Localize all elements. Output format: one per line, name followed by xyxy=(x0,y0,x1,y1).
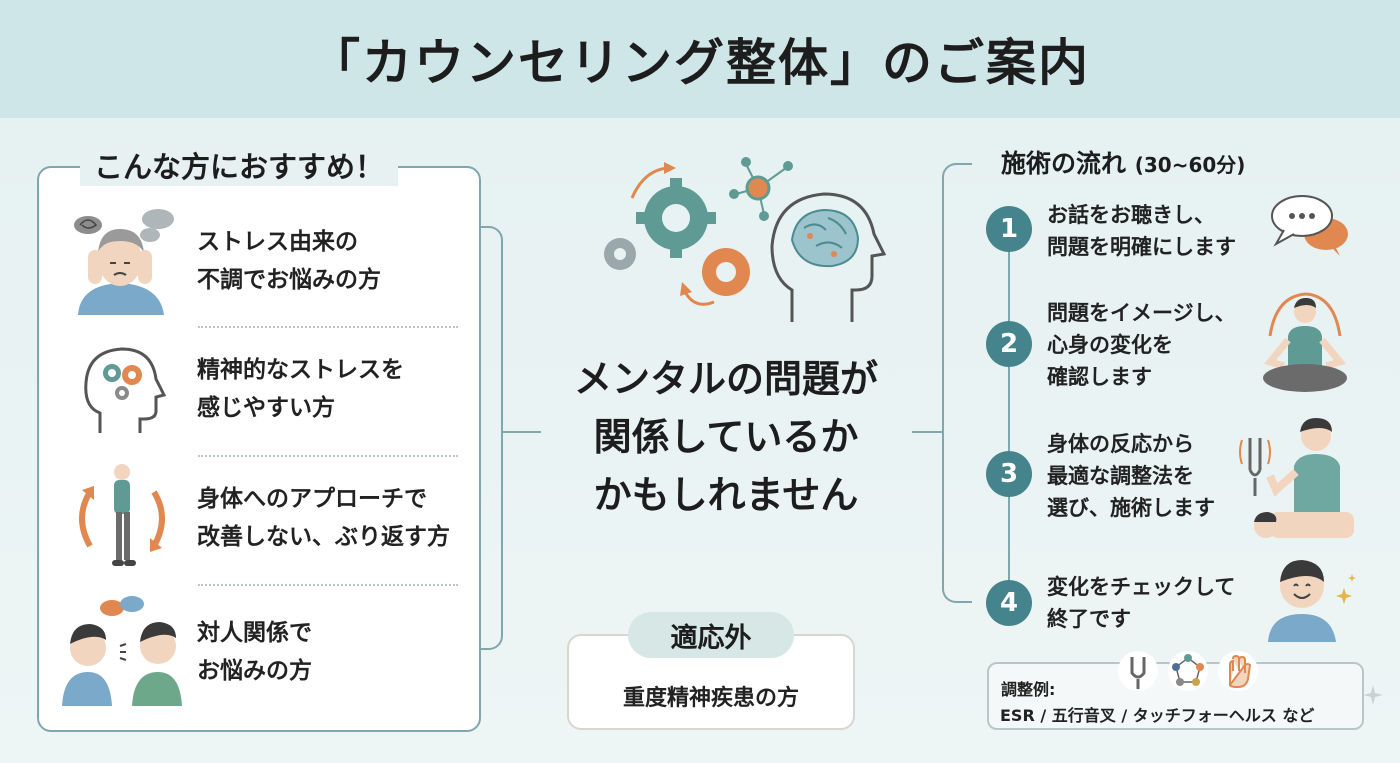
meditating-person-icon xyxy=(1263,292,1347,392)
message-line: 関係しているか xyxy=(593,415,859,459)
recommend-item-mental: 精神的なストレスを 感じやすい方 xyxy=(60,333,460,443)
item-line: 感じやすい方 xyxy=(197,395,335,421)
stressed-person-icon xyxy=(74,209,174,315)
step-line: 心身の変化を xyxy=(1047,333,1173,357)
step-line: 最適な調整法を xyxy=(1047,464,1194,488)
step-number: 4 xyxy=(986,580,1032,626)
item-line: 精神的なストレスを xyxy=(197,357,404,383)
brain-gears-network-icon xyxy=(604,157,886,322)
person-cycle-icon xyxy=(79,464,165,566)
center-message: メンタルの問題が 関係しているか かもしれません xyxy=(540,350,912,524)
recommend-item-stress: ストレス由来の 不調でお悩みの方 xyxy=(60,205,460,315)
header-banner: 「カウンセリング整体」のご案内 xyxy=(0,0,1400,118)
two-people-talking-icon xyxy=(62,596,182,706)
step-line: お話をお聴きし、 xyxy=(1047,203,1215,227)
flow-title: 施術の流れ (30~60分) xyxy=(993,144,1253,180)
step-line: 確認します xyxy=(1047,365,1152,389)
item-line: 改善しない、ぶり返す方 xyxy=(197,524,450,550)
left-bracket xyxy=(481,226,503,650)
flow-title-text: 施術の流れ xyxy=(1001,149,1127,178)
recommend-item-relationships: 対人関係で お悩みの方 xyxy=(60,596,460,706)
step-line: 終了です xyxy=(1047,607,1131,631)
smiling-person-icon xyxy=(1268,560,1356,642)
step-number: 2 xyxy=(986,321,1032,367)
left-bracket-stem xyxy=(503,431,541,433)
step-line: 問題を明確にします xyxy=(1047,235,1236,259)
recommend-item-text: ストレス由来の 不調でお悩みの方 xyxy=(197,223,477,299)
item-line: お悩みの方 xyxy=(197,658,312,684)
step-line: 身体の反応から xyxy=(1047,432,1194,456)
item-line: ストレス由来の xyxy=(197,229,358,255)
recommend-item-text: 身体へのアプローチで 改善しない、ぶり返す方 xyxy=(197,480,477,556)
step-text: 問題をイメージし、 心身の変化を 確認します xyxy=(1047,297,1257,393)
page-title: 「カウンセリング整体」のご案内 xyxy=(310,34,1090,92)
step-text: お話をお聴きし、 問題を明確にします xyxy=(1047,199,1257,263)
divider xyxy=(198,584,458,586)
recommend-item-text: 精神的なストレスを 感じやすい方 xyxy=(197,351,477,427)
step-text: 変化をチェックして 終了です xyxy=(1047,571,1257,635)
flow-duration: (30~60分) xyxy=(1134,153,1246,177)
step-timeline xyxy=(1008,228,1010,600)
step-line: 選び、施術します xyxy=(1047,496,1215,520)
practitioner-treatment-icon xyxy=(1239,418,1354,538)
tuning-fork-icon xyxy=(1118,651,1158,691)
speech-bubbles-icon xyxy=(1271,195,1348,256)
adjust-label: 調整例: xyxy=(1001,680,1056,699)
five-elements-icon xyxy=(1168,651,1208,691)
exclusion-tag: 適応外 xyxy=(628,612,794,658)
step-number: 1 xyxy=(986,206,1032,252)
message-line: メンタルの問題が xyxy=(573,357,878,401)
adjust-methods: ESR / 五行音叉 / タッチフォーヘルス など xyxy=(1000,706,1315,725)
step-number: 3 xyxy=(986,451,1032,497)
item-line: 不調でお悩みの方 xyxy=(197,267,381,293)
recommend-title: こんな方におすすめ！ xyxy=(80,144,399,186)
hand-icon xyxy=(1218,651,1258,691)
divider xyxy=(198,326,458,328)
item-line: 身体へのアプローチで xyxy=(197,486,427,512)
item-line: 対人関係で xyxy=(197,620,312,646)
head-gears-icon xyxy=(84,347,167,433)
divider xyxy=(198,455,458,457)
right-bracket-stem xyxy=(912,431,942,433)
right-bracket xyxy=(942,163,972,603)
step-line: 変化をチェックして xyxy=(1047,575,1236,599)
message-line: かもしれません xyxy=(593,473,859,517)
recommend-item-text: 対人関係で お悩みの方 xyxy=(197,614,477,690)
sparkle-watermark-icon xyxy=(1363,685,1383,705)
exclusion-text: 重度精神疾患の方 xyxy=(622,686,799,711)
step-line: 問題をイメージし、 xyxy=(1047,301,1236,325)
step-text: 身体の反応から 最適な調整法を 選び、施術します xyxy=(1047,428,1257,524)
recommend-item-recurring: 身体へのアプローチで 改善しない、ぶり返す方 xyxy=(60,462,460,572)
